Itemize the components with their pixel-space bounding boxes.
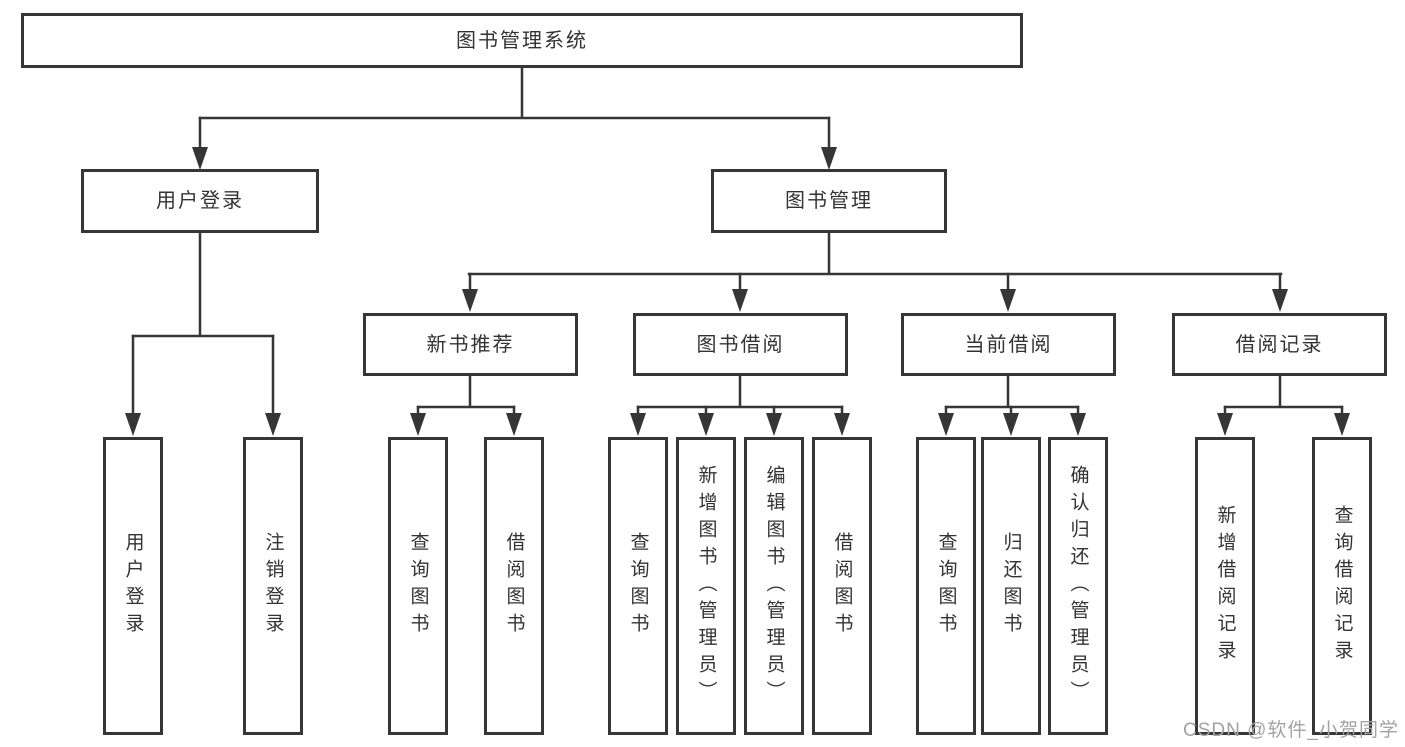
node-book-borrow: 图书借阅 [633, 313, 848, 376]
leaf-query-books: 查询图书 [608, 437, 668, 735]
node-label: 图书借阅 [696, 333, 785, 356]
connector-borrow-records-leaves [1217, 372, 1350, 436]
node-user-login: 用户登录 [81, 169, 319, 233]
leaf-label: 借阅图书 [503, 532, 525, 640]
leaf-label: 确认归还（管理员） [1067, 464, 1089, 708]
leaf-borrow-books-recommend: 借阅图书 [484, 437, 544, 735]
node-borrow-records: 借阅记录 [1172, 313, 1387, 376]
leaf-label: 归还图书 [1000, 532, 1022, 640]
leaf-label: 新增图书（管理员） [695, 464, 717, 708]
watermark: CSDN @软件_小贺同学 [1183, 720, 1399, 741]
leaf-user-login: 用户登录 [103, 437, 163, 735]
leaf-label: 查询图书 [627, 532, 649, 640]
leaf-confirm-return-admin: 确认归还（管理员） [1048, 437, 1108, 735]
leaf-query-books-recommend: 查询图书 [388, 437, 448, 735]
node-root-system: 图书管理系统 [21, 13, 1023, 68]
leaf-label: 用户登录 [122, 532, 144, 640]
leaf-return-books: 归还图书 [981, 437, 1041, 735]
connector-user-login-leaves [125, 229, 281, 436]
node-current-borrow: 当前借阅 [901, 313, 1116, 376]
node-label: 借阅记录 [1235, 333, 1324, 356]
leaf-label: 借阅图书 [831, 532, 853, 640]
node-label: 当前借阅 [964, 333, 1053, 356]
connector-new-book-leaves [410, 372, 522, 436]
connector-book-borrow-leaves [630, 372, 850, 436]
leaf-logout: 注销登录 [243, 437, 303, 735]
leaf-edit-books-admin: 编辑图书（管理员） [744, 437, 804, 735]
leaf-add-books-admin: 新增图书（管理员） [676, 437, 736, 735]
leaf-label: 注销登录 [262, 532, 284, 640]
connector-current-borrow-leaves [938, 372, 1086, 436]
node-new-book-recommend: 新书推荐 [363, 313, 578, 376]
leaf-label: 查询图书 [407, 532, 429, 640]
leaf-query-current: 查询图书 [916, 437, 976, 735]
node-label: 图书管理 [785, 190, 873, 212]
connector-management-to-level3 [462, 229, 1288, 312]
connector-root-to-level2 [192, 64, 837, 170]
node-label: 用户登录 [156, 190, 244, 212]
leaf-label: 查询图书 [935, 532, 957, 640]
leaf-label: 查询借阅记录 [1331, 505, 1353, 667]
leaf-label: 新增借阅记录 [1214, 505, 1236, 667]
node-label: 图书管理系统 [456, 29, 588, 52]
leaf-query-borrow-record: 查询借阅记录 [1312, 437, 1372, 735]
leaf-borrow-books: 借阅图书 [812, 437, 872, 735]
node-label: 新书推荐 [426, 333, 515, 356]
leaf-label: 编辑图书（管理员） [763, 464, 785, 708]
node-book-management: 图书管理 [711, 169, 947, 233]
leaf-add-borrow-record: 新增借阅记录 [1195, 437, 1255, 735]
